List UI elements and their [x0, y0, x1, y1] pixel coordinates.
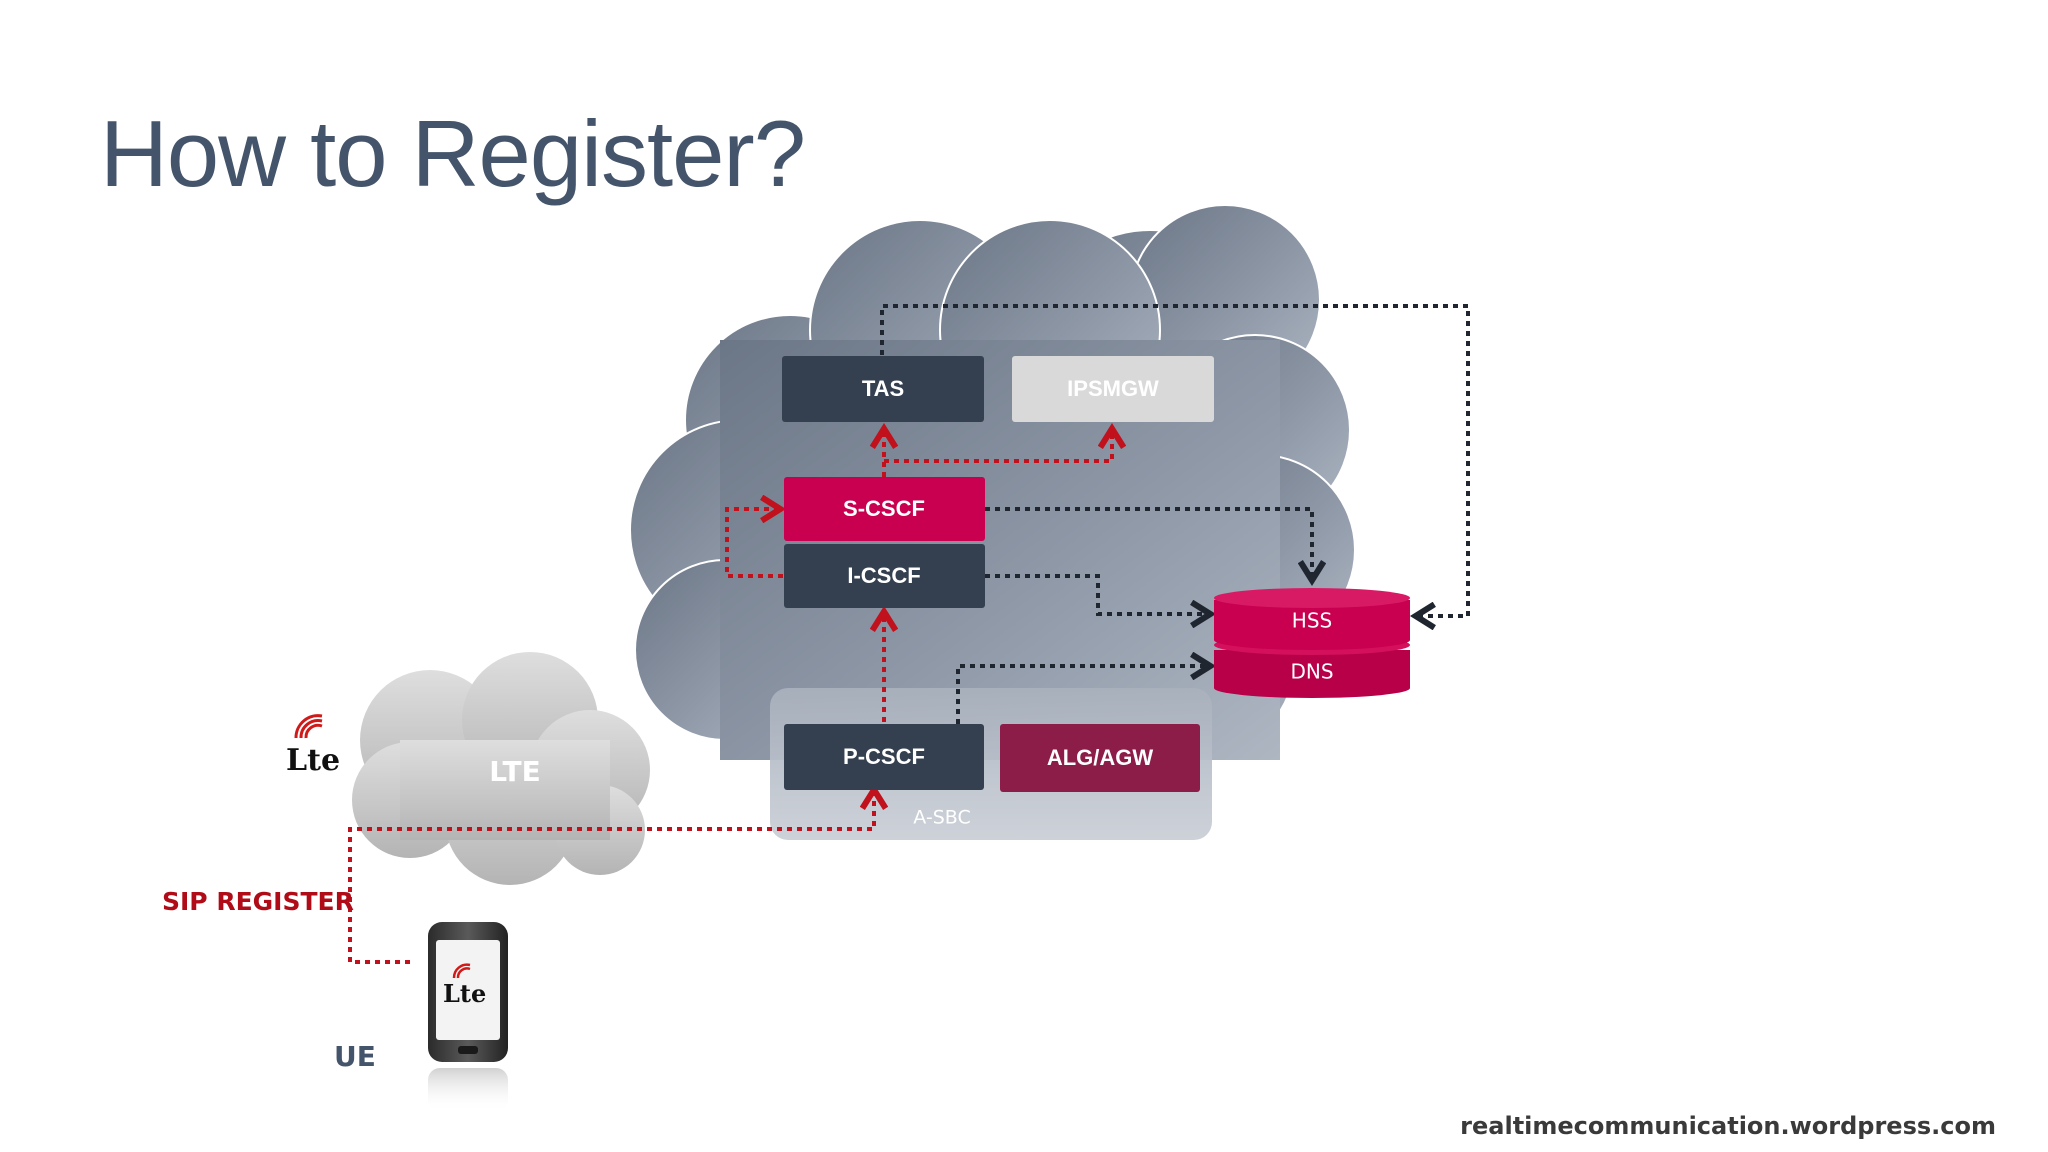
- lte-logo-text: Lte: [286, 743, 340, 778]
- lte-cloud: [352, 652, 650, 885]
- tas-to-hss-path: [880, 304, 1470, 616]
- lte-cloud-label: LTE: [489, 755, 540, 788]
- icscf-label: I-CSCF: [847, 563, 920, 588]
- phone-lte-logo-text: Lte: [443, 979, 486, 1008]
- alg-agw-label: ALG/AGW: [1047, 745, 1154, 770]
- icscf-to-hss-path: [985, 574, 1208, 614]
- tas-label: TAS: [862, 376, 904, 401]
- lte-advanced-logo-icon: Lte: [286, 714, 340, 778]
- sip-register-paths: [348, 431, 1112, 964]
- node-alg-agw: ALG/AGW: [1000, 724, 1200, 792]
- footer-url: realtimecommunication.wordpress.com: [1460, 1112, 1996, 1140]
- ue-label: UE: [334, 1040, 376, 1073]
- sip-register-label: SIP REGISTER: [162, 887, 354, 916]
- dns-label: DNS: [1290, 660, 1333, 684]
- ipsmgw-label: IPSMGW: [1067, 376, 1159, 401]
- pcscf-to-dns-path: [956, 666, 1208, 724]
- asbc-label: A-SBC: [913, 807, 970, 829]
- pcscf-label: P-CSCF: [843, 744, 925, 769]
- node-ipsmgw: IPSMGW: [1012, 356, 1214, 422]
- node-tas: TAS: [782, 356, 984, 422]
- scscf-label: S-CSCF: [843, 496, 925, 521]
- node-scscf: S-CSCF: [784, 477, 985, 541]
- hss-label: HSS: [1292, 609, 1332, 633]
- node-pcscf: P-CSCF: [784, 724, 984, 790]
- scscf-to-hss-path: [985, 507, 1312, 578]
- ue-to-pcscf-path: [348, 792, 874, 964]
- page-title: How to Register?: [100, 101, 806, 206]
- control-paths: [880, 304, 1470, 724]
- node-icscf: I-CSCF: [784, 544, 985, 608]
- hss-dns-database: HSS DNS: [1214, 588, 1410, 698]
- smartphone-icon: Lte: [428, 922, 508, 1112]
